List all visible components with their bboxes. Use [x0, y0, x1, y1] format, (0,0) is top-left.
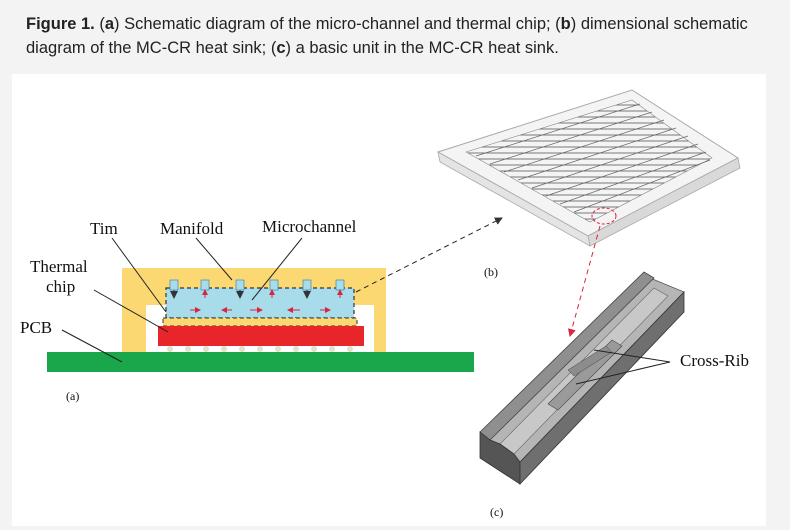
figure-svg: Tim Manifold Microchannel Thermal chip P… — [20, 89, 749, 519]
thermal-chip-label-line2: chip — [46, 277, 75, 296]
figure-panel: Tim Manifold Microchannel Thermal chip P… — [12, 74, 766, 526]
panel-b-label: (b) — [484, 265, 498, 279]
panel-a-label: (a) — [66, 389, 79, 403]
thermal-chip-label-line1: Thermal — [30, 257, 88, 276]
figure-label: Figure 1. — [26, 15, 95, 33]
panel-a-diagram — [47, 237, 474, 372]
tim-layer — [162, 317, 358, 327]
microchannel-label: Microchannel — [262, 217, 357, 236]
highlighted-unit — [591, 207, 617, 225]
panel-b-heat-sink — [436, 89, 741, 247]
pcb-board — [47, 352, 474, 372]
panel-c-label: (c) — [490, 505, 503, 519]
microchannel-region — [165, 287, 355, 319]
tim-label: Tim — [90, 219, 118, 238]
pointer-a-to-b — [355, 217, 503, 293]
pointer-b-to-c — [567, 225, 601, 337]
thermal-chip — [158, 326, 364, 346]
panel-c-basic-unit — [479, 271, 685, 485]
manifold-label: Manifold — [160, 219, 224, 238]
cross-rib-label: Cross-Rib — [680, 351, 749, 370]
pcb-label: PCB — [20, 318, 52, 337]
figure-caption: Figure 1. (a) Schematic diagram of the m… — [26, 15, 748, 57]
